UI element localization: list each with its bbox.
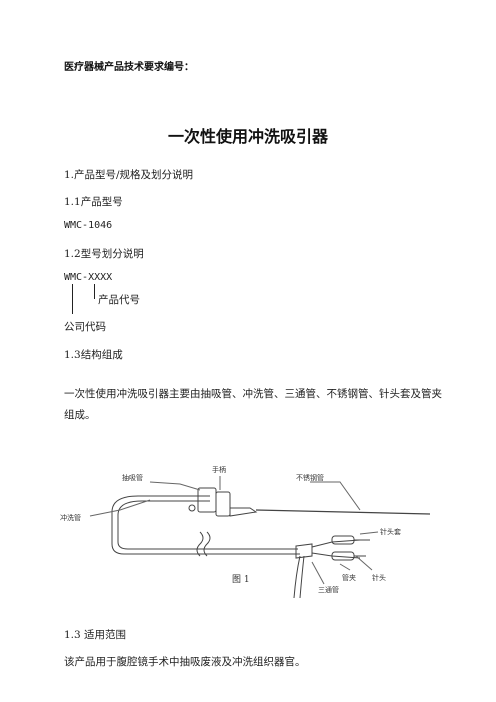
device-figure: 抽吸管 手柄 不锈钢管 冲洗管 针头套 管夹 针头 三通管 图 1: [60, 465, 431, 599]
label-needle: 针头: [372, 573, 386, 582]
label-clamp: 管夹: [342, 573, 356, 582]
product-code-bracket: [94, 284, 95, 299]
section-1-heading: 1.产品型号/规格及划分说明: [64, 169, 194, 181]
section-1-1-heading: 1.1产品型号: [64, 196, 123, 208]
tee-drawing: [295, 543, 313, 559]
label-irrigation-tube: 冲洗管: [60, 513, 81, 522]
label-steel-tube: 不锈钢管: [296, 473, 324, 482]
label-suction-tube: 抽吸管: [122, 473, 143, 482]
doc-title: 一次性使用冲洗吸引器: [167, 127, 328, 146]
section-scope-heading: 1.3 适用范围: [64, 629, 127, 641]
handle-drawing: [197, 487, 217, 513]
label-tee: 三通管: [318, 585, 339, 594]
figure-caption: 图 1: [232, 574, 250, 585]
model-number: WMC-1046: [64, 220, 113, 231]
section-1-2-heading: 1.2型号划分说明: [64, 248, 144, 260]
model-pattern: WMC-XXXX: [64, 272, 113, 283]
steel-tube-drawing: [255, 509, 431, 515]
company-code-bracket: [72, 284, 73, 314]
doc-header: 医疗器械产品技术要求编号：: [64, 62, 194, 73]
irrigation-tube-drawing: [117, 500, 298, 550]
suction-tube-drawing: [111, 495, 300, 555]
structure-paragraph: 一次性使用冲洗吸引器主要由抽吸管、冲洗管、三通管、不锈钢管、针头套及管夹组成。: [64, 388, 442, 421]
company-code-label: 公司代码: [64, 321, 106, 333]
section-1-3-heading: 1.3结构组成: [64, 349, 123, 361]
label-needle-cover: 针头套: [380, 527, 401, 536]
product-code-label: 产品代号: [98, 294, 140, 306]
scope-paragraph: 该产品用于腹腔镜手术中抽吸废液及冲洗组织器官。: [64, 656, 306, 668]
label-handle: 手柄: [212, 465, 226, 474]
